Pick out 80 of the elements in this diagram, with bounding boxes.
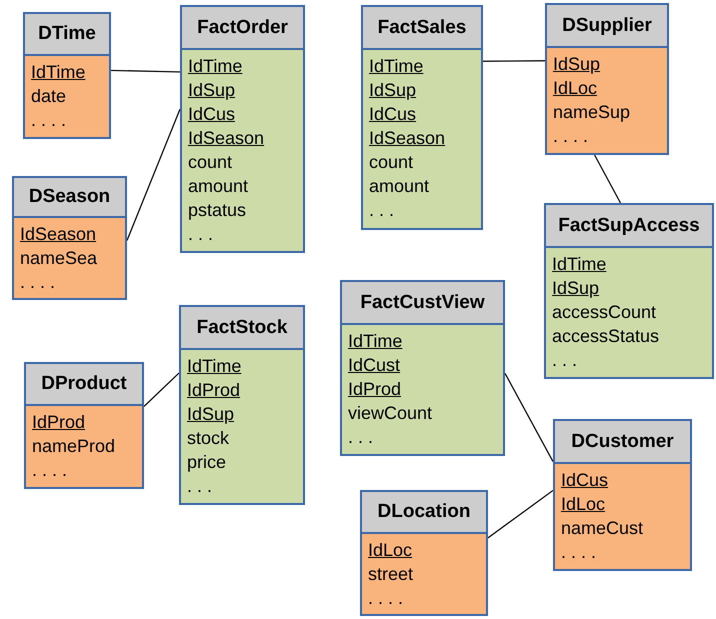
- key-attribute: IdSup: [369, 79, 416, 102]
- attribute: nameSea: [20, 247, 98, 270]
- attribute: price: [187, 451, 226, 474]
- table-name: DTime: [25, 14, 109, 56]
- key-attribute: IdTime: [31, 61, 86, 84]
- attribute: nameProd: [32, 435, 116, 458]
- table-name: DLocation: [362, 492, 486, 534]
- entity-table: [12, 176, 127, 300]
- key-attribute: IdTime: [552, 253, 606, 276]
- key-attribute: IdProd: [32, 411, 86, 434]
- attribute: nameSup: [553, 101, 630, 124]
- attribute: date: [31, 85, 66, 108]
- key-attribute: IdCus: [369, 103, 416, 126]
- attribute: . . .: [187, 475, 212, 498]
- entity-table: [179, 305, 305, 505]
- key-attribute: IdTime: [348, 330, 402, 353]
- connector-line: [483, 60, 545, 62]
- attribute: . . . .: [31, 109, 66, 132]
- attribute: amount: [369, 175, 430, 198]
- attribute: . . .: [552, 349, 578, 372]
- table-name: FactCustView: [342, 282, 503, 325]
- key-attribute: IdCust: [348, 354, 400, 377]
- attribute: . . . .: [32, 459, 68, 482]
- attribute: stock: [187, 427, 230, 450]
- key-attribute: IdSup: [187, 403, 234, 426]
- attribute: . . .: [348, 426, 374, 449]
- connector-line: [488, 490, 554, 538]
- attribute: viewCount: [348, 402, 432, 425]
- key-attribute: IdSup: [188, 79, 236, 102]
- attribute: count: [369, 151, 414, 174]
- key-attribute: IdSup: [553, 53, 600, 76]
- entity-table: [24, 362, 144, 489]
- attribute: . . . .: [561, 541, 596, 564]
- key-attribute: IdSeason: [369, 127, 446, 150]
- entity-table: [180, 5, 305, 253]
- key-attribute: IdProd: [187, 379, 240, 402]
- key-attribute: IdLoc: [368, 539, 412, 562]
- attribute: count: [188, 151, 232, 174]
- attribute: . . .: [369, 199, 394, 222]
- connector-line: [594, 154, 622, 204]
- table-name: DSupplier: [547, 5, 667, 48]
- entity-table: [360, 490, 488, 616]
- connector-line: [504, 373, 554, 462]
- table-name: FactOrder: [182, 7, 303, 50]
- key-attribute: IdProd: [348, 378, 402, 401]
- connector-line: [126, 108, 181, 241]
- key-attribute: IdSup: [552, 277, 600, 300]
- attribute: accessCount: [552, 301, 656, 324]
- table-name: DCustomer: [555, 421, 690, 464]
- table-name: FactStock: [181, 307, 303, 350]
- attribute: pstatus: [188, 199, 246, 222]
- entity-table: [545, 3, 669, 155]
- key-attribute: IdCus: [188, 103, 236, 126]
- table-name: DSeason: [14, 178, 125, 218]
- key-attribute: IdSeason: [188, 127, 264, 150]
- attribute: . . . .: [20, 271, 56, 294]
- key-attribute: IdLoc: [553, 77, 598, 100]
- key-attribute: IdSeason: [20, 223, 96, 246]
- entity-table: [544, 203, 714, 379]
- connector-line: [144, 372, 180, 407]
- key-attribute: IdLoc: [561, 493, 606, 516]
- key-attribute: IdCus: [561, 469, 608, 492]
- attribute: street: [368, 563, 414, 586]
- attribute: nameCust: [561, 517, 644, 540]
- attribute: . . .: [188, 223, 214, 246]
- table-name: FactSupAccess: [546, 205, 712, 248]
- table-name: FactSales: [363, 7, 481, 50]
- entity-table: [553, 419, 692, 571]
- table-name: DProduct: [26, 364, 142, 406]
- attribute: accessStatus: [552, 325, 660, 348]
- attribute: . . . .: [553, 125, 588, 148]
- key-attribute: IdTime: [369, 55, 424, 78]
- attribute: . . . .: [368, 587, 404, 610]
- key-attribute: IdTime: [188, 55, 242, 78]
- attribute: amount: [188, 175, 248, 198]
- key-attribute: IdTime: [187, 355, 242, 378]
- entity-table: [361, 5, 483, 230]
- connector-line: [110, 70, 180, 73]
- entity-table: [340, 280, 505, 456]
- entity-table: [23, 12, 111, 139]
